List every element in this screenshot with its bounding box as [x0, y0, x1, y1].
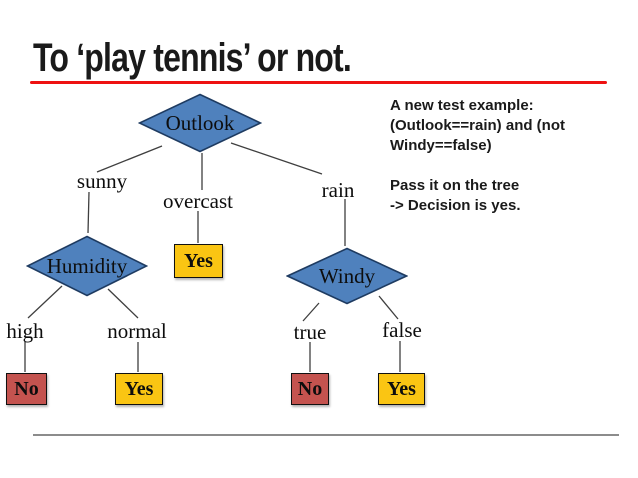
edge-label-normal: normal [107, 319, 167, 343]
leaf-false-yes: Yes [378, 373, 425, 405]
edge-label-sunny: sunny [76, 169, 128, 193]
leaf-label: No [297, 378, 323, 400]
node-outlook: Outlook [138, 93, 262, 153]
leaf-label: No [14, 378, 39, 400]
note-line: -> Decision is yes. [390, 197, 521, 214]
edge-windy-false [378, 295, 399, 320]
node-outlook-label: Outlook [165, 110, 235, 135]
note-block: A new test example: (Outlook==rain) and … [390, 96, 635, 216]
edge-label-overcast: overcast [163, 189, 233, 213]
leaf-label: Yes [184, 250, 213, 272]
diamond-shape-icon [286, 247, 408, 305]
edge-label-high: high [6, 319, 44, 343]
page-title: To ‘play tennis’ or not. [33, 36, 352, 80]
edge-humidity-normal [107, 288, 139, 319]
leaf-normal-yes: Yes [115, 373, 163, 405]
edge-label-rain: rain [321, 178, 355, 202]
note-line [390, 156, 635, 176]
leaf-true-no: No [291, 373, 329, 405]
diamond-shape-icon [26, 235, 148, 297]
edge-outlook-sunny [96, 145, 163, 173]
node-windy-label: Windy [318, 263, 376, 288]
note-line: Pass it on the tree [390, 177, 520, 194]
note-line: (Outlook==rain) and (not [390, 117, 565, 134]
node-humidity: Humidity [26, 235, 148, 297]
edge-sunny-humidity [87, 191, 90, 234]
title-underline [30, 81, 607, 84]
bottom-divider [33, 434, 619, 436]
edge-outlook-rain [230, 142, 323, 175]
note-line: A new test example: [390, 97, 534, 114]
leaf-high-no: No [6, 373, 47, 405]
edge-humidity-high [27, 285, 63, 319]
leaf-label: Yes [124, 378, 154, 400]
node-windy: Windy [286, 247, 408, 305]
note-line: Windy==false) [390, 137, 492, 154]
edge-label-true: true [293, 320, 327, 344]
diamond-shape-icon [138, 93, 262, 153]
edge-windy-true [302, 302, 320, 322]
node-humidity-label: Humidity [46, 253, 128, 278]
leaf-label: Yes [387, 378, 416, 400]
leaf-overcast-yes: Yes [174, 244, 223, 278]
edge-label-false: false [382, 318, 422, 342]
